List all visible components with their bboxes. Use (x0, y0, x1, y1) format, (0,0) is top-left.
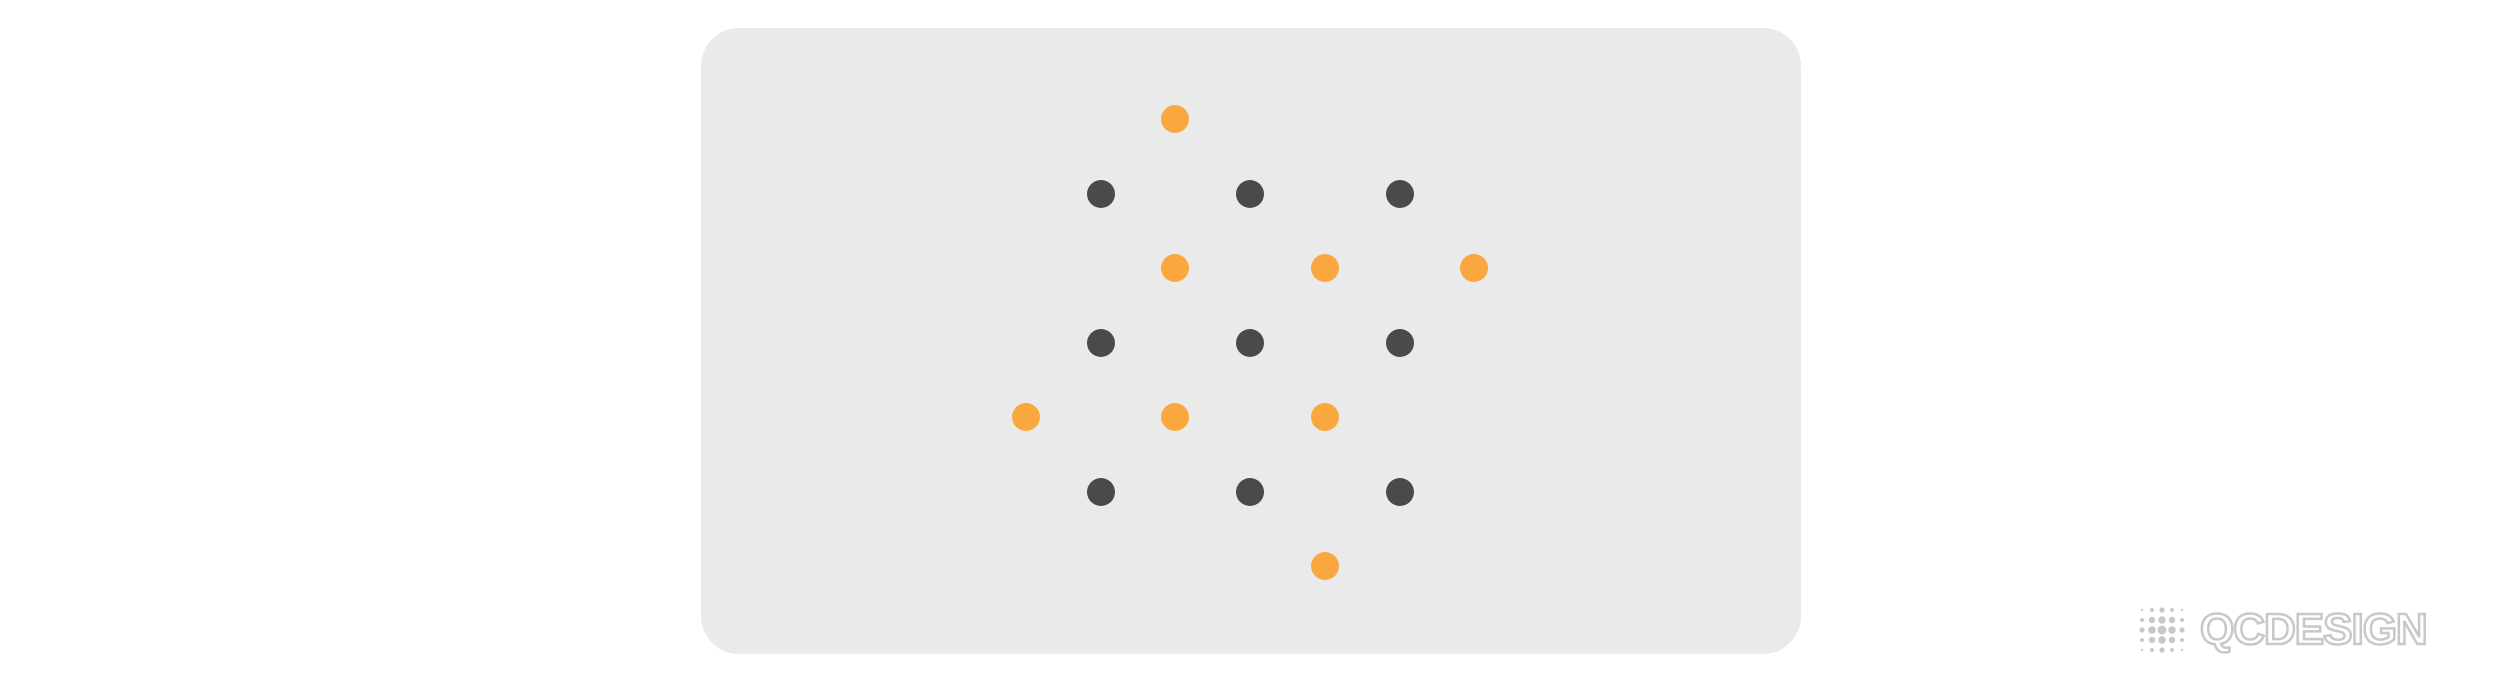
logo-dot (2179, 627, 2185, 633)
orange-dot (1310, 552, 1339, 580)
logo-dot (2150, 608, 2154, 612)
dark-dot (1086, 328, 1115, 357)
logo-dot (2140, 648, 2144, 652)
orange-dot (1310, 403, 1339, 431)
orange-dot (1012, 403, 1040, 431)
dark-dot (1086, 179, 1115, 208)
orange-dot (1161, 105, 1190, 133)
logo-dot (2180, 608, 2184, 612)
dark-dot (1385, 477, 1414, 506)
orange-dot (1460, 254, 1489, 282)
logo-dot (2158, 616, 2166, 624)
logo-dot (2148, 616, 2156, 624)
logo-dot (2157, 625, 2167, 635)
logo-dot (2159, 647, 2165, 653)
dark-dot (1086, 477, 1115, 506)
brand-logo-text: QCDESIGN (2199, 605, 2429, 654)
logo-dot (2180, 648, 2184, 652)
logo-dot (2140, 618, 2144, 622)
dark-dot (1236, 328, 1265, 357)
dark-dot (1236, 477, 1265, 506)
logo-dot (2170, 648, 2174, 652)
logo-dot (2168, 616, 2176, 624)
logo-dot (2148, 626, 2156, 634)
dark-dot (1236, 179, 1265, 208)
logo-dot (2158, 636, 2166, 644)
dotted-grid-logo-icon (2139, 607, 2185, 653)
orange-dot (1310, 254, 1339, 282)
logo-dot (2140, 608, 2144, 612)
logo-dot (2168, 626, 2176, 634)
orange-dot (1161, 403, 1190, 431)
logo-dot (2180, 618, 2184, 622)
logo-dot (2148, 636, 2156, 644)
logo-dot (2139, 627, 2145, 633)
logo-dot (2140, 638, 2144, 642)
logo-dot (2170, 608, 2174, 612)
dark-dot (1385, 179, 1414, 208)
orange-dot (1161, 254, 1190, 282)
logo-dot (2150, 648, 2154, 652)
brand-logo: QCDESIGN (2136, 602, 2429, 658)
logo-dot (2168, 636, 2176, 644)
dark-dot (1385, 328, 1414, 357)
logo-dot (2159, 607, 2165, 613)
logo-dot (2180, 638, 2184, 642)
